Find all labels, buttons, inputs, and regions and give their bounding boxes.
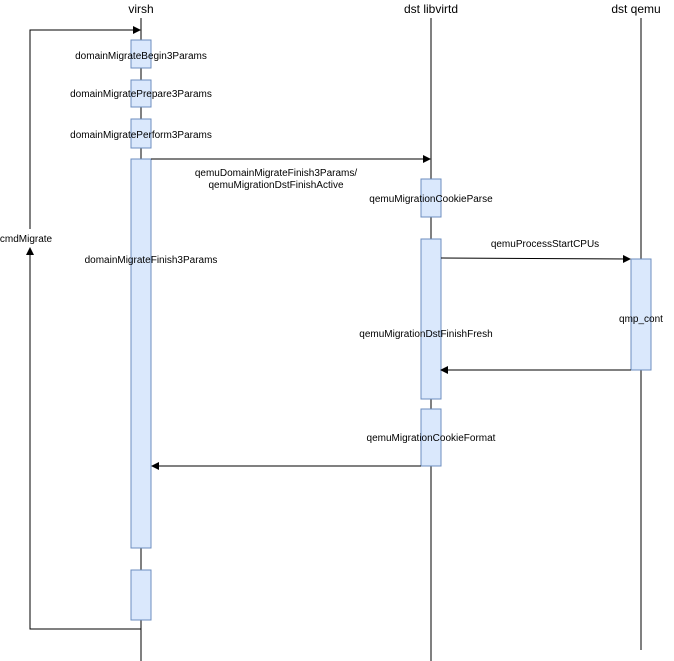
activation-cookie-parse[interactable] (420, 178, 442, 218)
label-prepare: domainMigratePrepare3Params (70, 89, 212, 100)
label-cookie-format: qemuMigrationCookieFormat (367, 433, 496, 444)
label-cmd-migrate: cmdMigrate (0, 234, 53, 245)
label-perform: domainMigratePerform3Params (70, 130, 212, 141)
participant-dst-qemu: dst qemu (611, 2, 660, 16)
message-start-cpus-arrow[interactable] (440, 254, 631, 263)
activation-dst-finish-fresh[interactable] (420, 238, 442, 400)
label-start-cpus: qemuProcessStartCPUs (491, 239, 599, 250)
activation-confirm[interactable] (130, 569, 152, 621)
activation-prepare[interactable] (130, 79, 152, 108)
label-dst-finish-fresh: qemuMigrationDstFinishFresh (359, 329, 492, 340)
label-cookie-parse: qemuMigrationCookieParse (369, 194, 493, 205)
participant-virsh: virsh (128, 2, 153, 16)
loop-call-arrow[interactable] (29, 26, 141, 229)
activation-cookie-format[interactable] (420, 408, 442, 467)
activation-perform[interactable] (130, 118, 152, 149)
label-begin: domainMigrateBegin3Params (75, 51, 207, 62)
activation-qmp-cont[interactable] (630, 258, 652, 371)
activation-begin[interactable] (130, 39, 152, 69)
participant-dst-libvirtd: dst libvirtd (404, 2, 458, 16)
label-finish-call-line2: qemuMigrationDstFinishActive (208, 180, 343, 191)
label-finish-call-line1: qemuDomainMigrateFinish3Params/ (195, 168, 358, 179)
activation-finish[interactable] (130, 158, 152, 549)
loop-return-arrow[interactable] (26, 247, 141, 630)
label-qmp-cont: qmp_cont (619, 314, 663, 325)
label-finish: domainMigrateFinish3Params (85, 255, 218, 266)
